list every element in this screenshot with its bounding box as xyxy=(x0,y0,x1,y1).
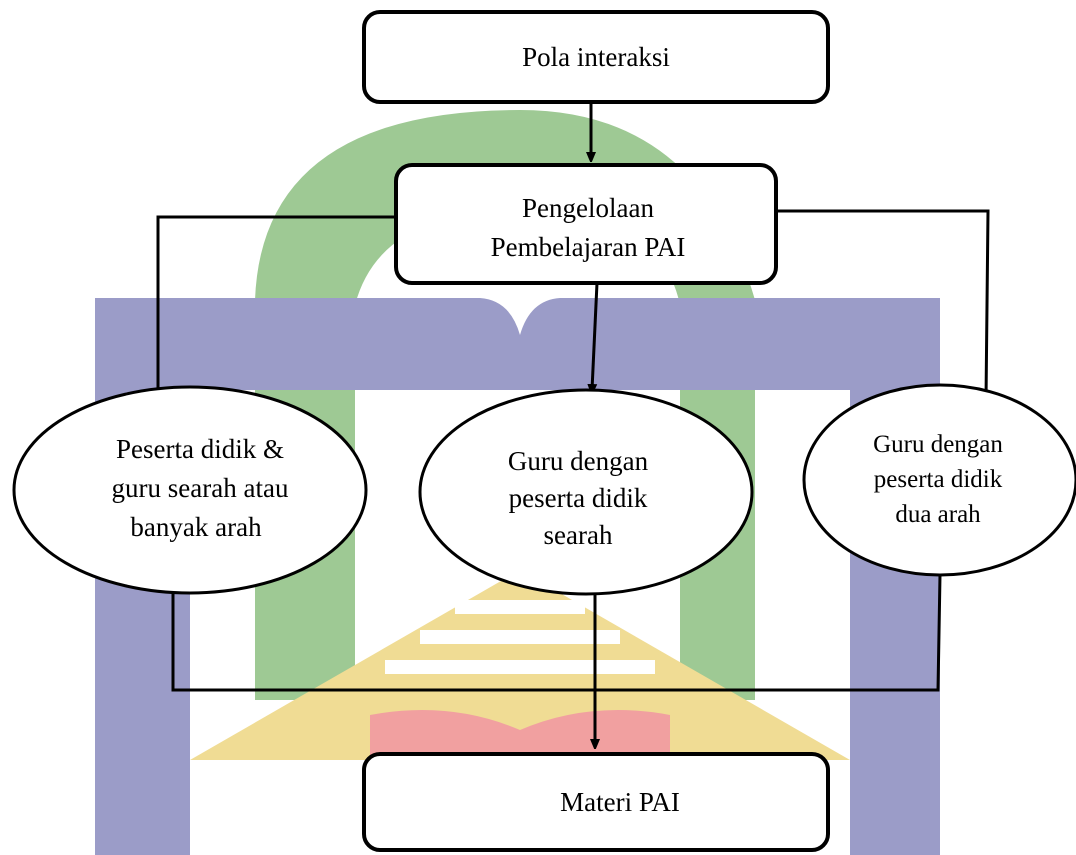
middle-line-2: peserta didik xyxy=(509,483,648,513)
line-left-to-bottom xyxy=(171,574,942,692)
arrow-pengelolaan-to-middle xyxy=(592,282,599,390)
node-pola-interaksi: Pola interaksi xyxy=(362,10,830,104)
right-line-2: peserta didik xyxy=(874,466,1003,493)
right-line-1: Guru dengan xyxy=(873,431,1003,458)
watermark-arch xyxy=(255,110,755,700)
left-line-2: guru searah atau xyxy=(112,473,289,503)
watermark-stripe xyxy=(385,660,655,674)
pengelolaan-line-1: Pengelolaan xyxy=(522,193,654,223)
watermark-stripe xyxy=(420,630,620,644)
line-pengelolaan-to-left xyxy=(156,215,396,390)
right-line-3: dua arah xyxy=(895,501,981,528)
node-pengelolaan: Pengelolaan Pembelajaran PAI xyxy=(394,163,778,285)
watermark-frame xyxy=(95,298,940,855)
pengelolaan-line-2: Pembelajaran PAI xyxy=(491,232,686,262)
pola-interaksi-label: Pola interaksi xyxy=(522,42,670,72)
node-materi-pai: Materi PAI xyxy=(362,752,830,852)
left-line-1: Peserta didik & xyxy=(116,434,284,464)
node-left-ellipse: Peserta didik & guru searah atau banyak … xyxy=(12,385,368,595)
node-right-ellipse: Guru dengan peserta didik dua arah xyxy=(802,383,1076,577)
materi-pai-label: Materi PAI xyxy=(560,787,680,817)
middle-line-3: searah xyxy=(544,520,613,550)
left-line-3: banyak arah xyxy=(130,512,262,542)
connectors xyxy=(156,103,990,745)
watermark-stripe xyxy=(455,600,585,614)
line-pengelolaan-to-right xyxy=(775,209,990,401)
watermark-book-curve xyxy=(355,390,680,440)
middle-line-1: Guru dengan xyxy=(508,446,649,476)
node-middle-ellipse: Guru dengan peserta didik searah xyxy=(418,388,754,596)
